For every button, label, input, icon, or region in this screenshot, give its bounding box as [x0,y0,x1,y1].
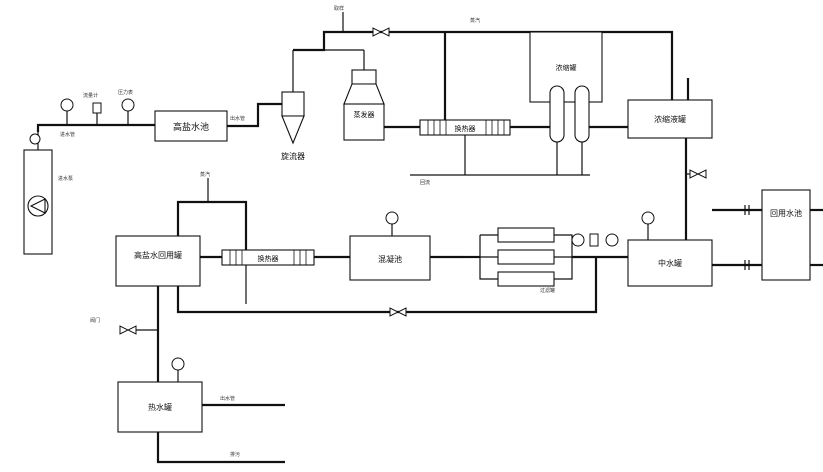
bottom-valve [389,307,407,317]
pressure-gauge-icon [60,98,74,112]
concentrate-tank-label: 浓缩液罐 [654,114,686,124]
filter-gauge2-icon [605,233,619,247]
evaporator-label: 蒸发器 [354,110,375,119]
right-valve [689,169,707,179]
meter-b-label: 压力表 [118,89,133,96]
vessel-right [574,85,590,143]
filter-tank-label: 过滤罐 [540,287,555,294]
concentrate-tank [627,99,713,139]
filter-tanks [497,227,555,287]
high-salt-reuse-tank [115,235,201,287]
gauge-icon [121,98,135,112]
mixing-gauge-icon [385,211,399,225]
high-salt-reuse-tank-label: 高盐水回用罐 [134,250,182,260]
pump-label: 进水泵 [58,175,73,182]
mid-water-tank-label: 中水罐 [658,258,682,268]
evaporator [343,50,385,141]
top-pipe [293,30,445,52]
filter-gauge-icon [571,233,585,247]
hot-water-tank-label: 热水罐 [148,402,172,412]
cyclone-label: 旋流器 [281,151,305,161]
return-label: 回流 [420,179,430,186]
tank-gauge-icon [641,211,655,225]
top-valve [372,27,390,37]
hx-lower-label: 换热器 [258,254,279,263]
concentrator-label: 浓缩罐 [556,63,577,72]
sample-label: 取样 [334,5,344,12]
reuse-pool-label: 回用水池 [770,208,802,218]
filter-meter-icon [589,233,599,247]
pipe-out-label-2: 出水管 [220,395,235,402]
inlet-pipe [36,123,155,132]
steam-label-2: 蒸汽 [200,171,210,178]
high-salt-pool [154,110,228,142]
valve-a-label: 阀门 [90,317,100,324]
pipe-in-label: 进水管 [60,131,75,138]
high-salt-pool-label: 高盐水池 [173,121,209,133]
concentrator [529,31,603,103]
left-valve [119,325,137,335]
vessel-left [549,85,565,143]
mid-water-tank [627,239,713,287]
pipe-out-label: 出水管 [230,115,245,122]
hot-tank-gauge-icon [171,357,185,371]
reuse-pool [761,189,811,281]
pump-meter-icon [29,133,41,145]
flow-meter-icon [92,102,102,114]
drain-label: 排污 [230,451,240,458]
mixing-pool-label: 混凝池 [378,254,402,264]
hot-water-tank [117,381,203,433]
meter-a-label: 流量计 [83,92,98,99]
lift-pump [23,132,53,255]
cyclone [281,50,305,145]
hx-upper-label: 换热器 [455,124,476,133]
pipe-to-cyclone [227,102,282,128]
steam-label: 蒸汽 [470,17,480,24]
